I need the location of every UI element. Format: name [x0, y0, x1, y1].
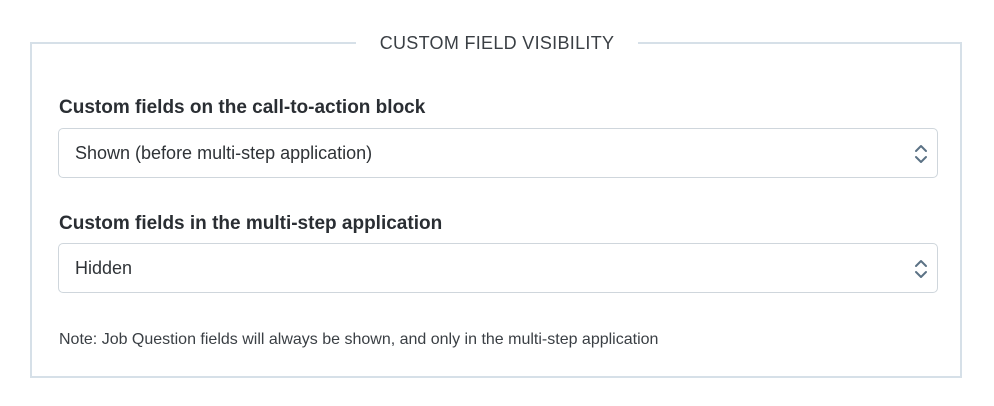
cta-block-field-label: Custom fields on the call-to-action bloc… [59, 97, 426, 118]
chevron-up-down-icon [914, 143, 928, 165]
cta-block-visibility-select[interactable]: Shown (before multi-step application) [58, 128, 938, 178]
multistep-selected-value: Hidden [75, 258, 133, 278]
cta-block-selected-value: Shown (before multi-step application) [75, 143, 373, 163]
visibility-note: Note: Job Question fields will always be… [59, 331, 659, 348]
multistep-field-label: Custom fields in the multi-step applicat… [59, 213, 443, 234]
multistep-visibility-select[interactable]: Hidden [58, 243, 938, 293]
custom-field-visibility-fieldset [30, 42, 962, 378]
chevron-up-down-icon [914, 258, 928, 280]
fieldset-legend: CUSTOM FIELD VISIBILITY [356, 31, 638, 55]
